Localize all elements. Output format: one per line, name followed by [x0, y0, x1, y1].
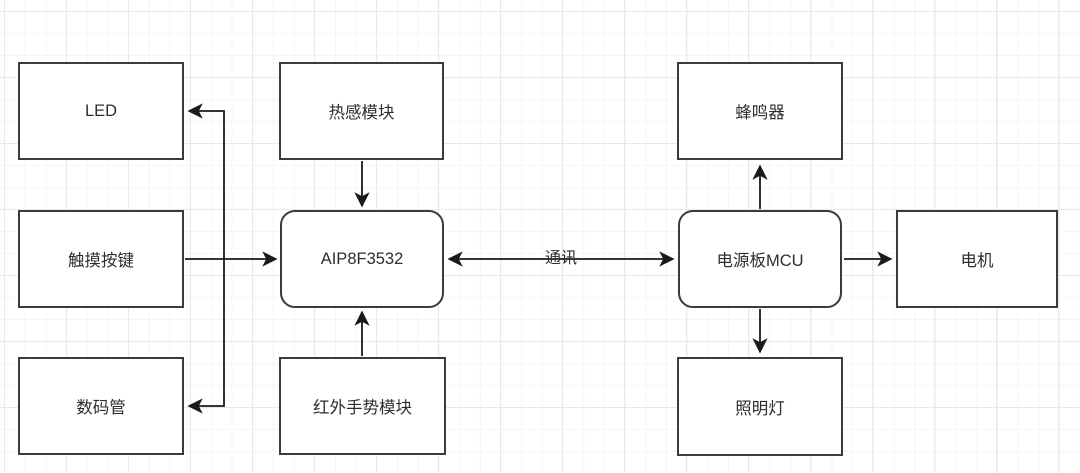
node-power-board-mcu[interactable]: 电源板MCU	[678, 210, 842, 308]
node-digit-tube-label: 数码管	[76, 399, 126, 417]
node-ir-gesture-module[interactable]: 红外手势模块	[279, 357, 446, 455]
node-motor-label: 电机	[960, 252, 994, 270]
node-thermal-module-label: 热感模块	[328, 104, 395, 122]
node-power-board-mcu-label: 电源板MCU	[716, 252, 804, 270]
node-ir-gesture-module-label: 红外手势模块	[313, 399, 412, 417]
node-digit-tube[interactable]: 数码管	[18, 357, 184, 455]
node-touch-keys[interactable]: 触摸按键	[18, 210, 184, 308]
node-aip8f3532[interactable]: AIP8F3532	[280, 210, 444, 308]
arrow-branch-to-led[interactable]	[187, 103, 225, 259]
node-aip8f3532-label: AIP8F3532	[320, 249, 404, 268]
node-buzzer-label: 蜂鸣器	[735, 104, 785, 122]
edge-label-communication: 通讯	[544, 250, 578, 267]
node-led-label: LED	[84, 101, 118, 120]
node-lighting-lamp-label: 照明灯	[735, 399, 785, 418]
node-led[interactable]: LED	[18, 62, 184, 160]
node-motor[interactable]: 电机	[896, 210, 1058, 308]
node-lighting-lamp[interactable]: 照明灯	[677, 357, 843, 456]
node-buzzer[interactable]: 蜂鸣器	[677, 62, 843, 160]
node-thermal-module[interactable]: 热感模块	[279, 62, 444, 160]
arrow-branch-to-digit[interactable]	[187, 259, 225, 414]
node-touch-keys-label: 触摸按键	[68, 252, 134, 270]
